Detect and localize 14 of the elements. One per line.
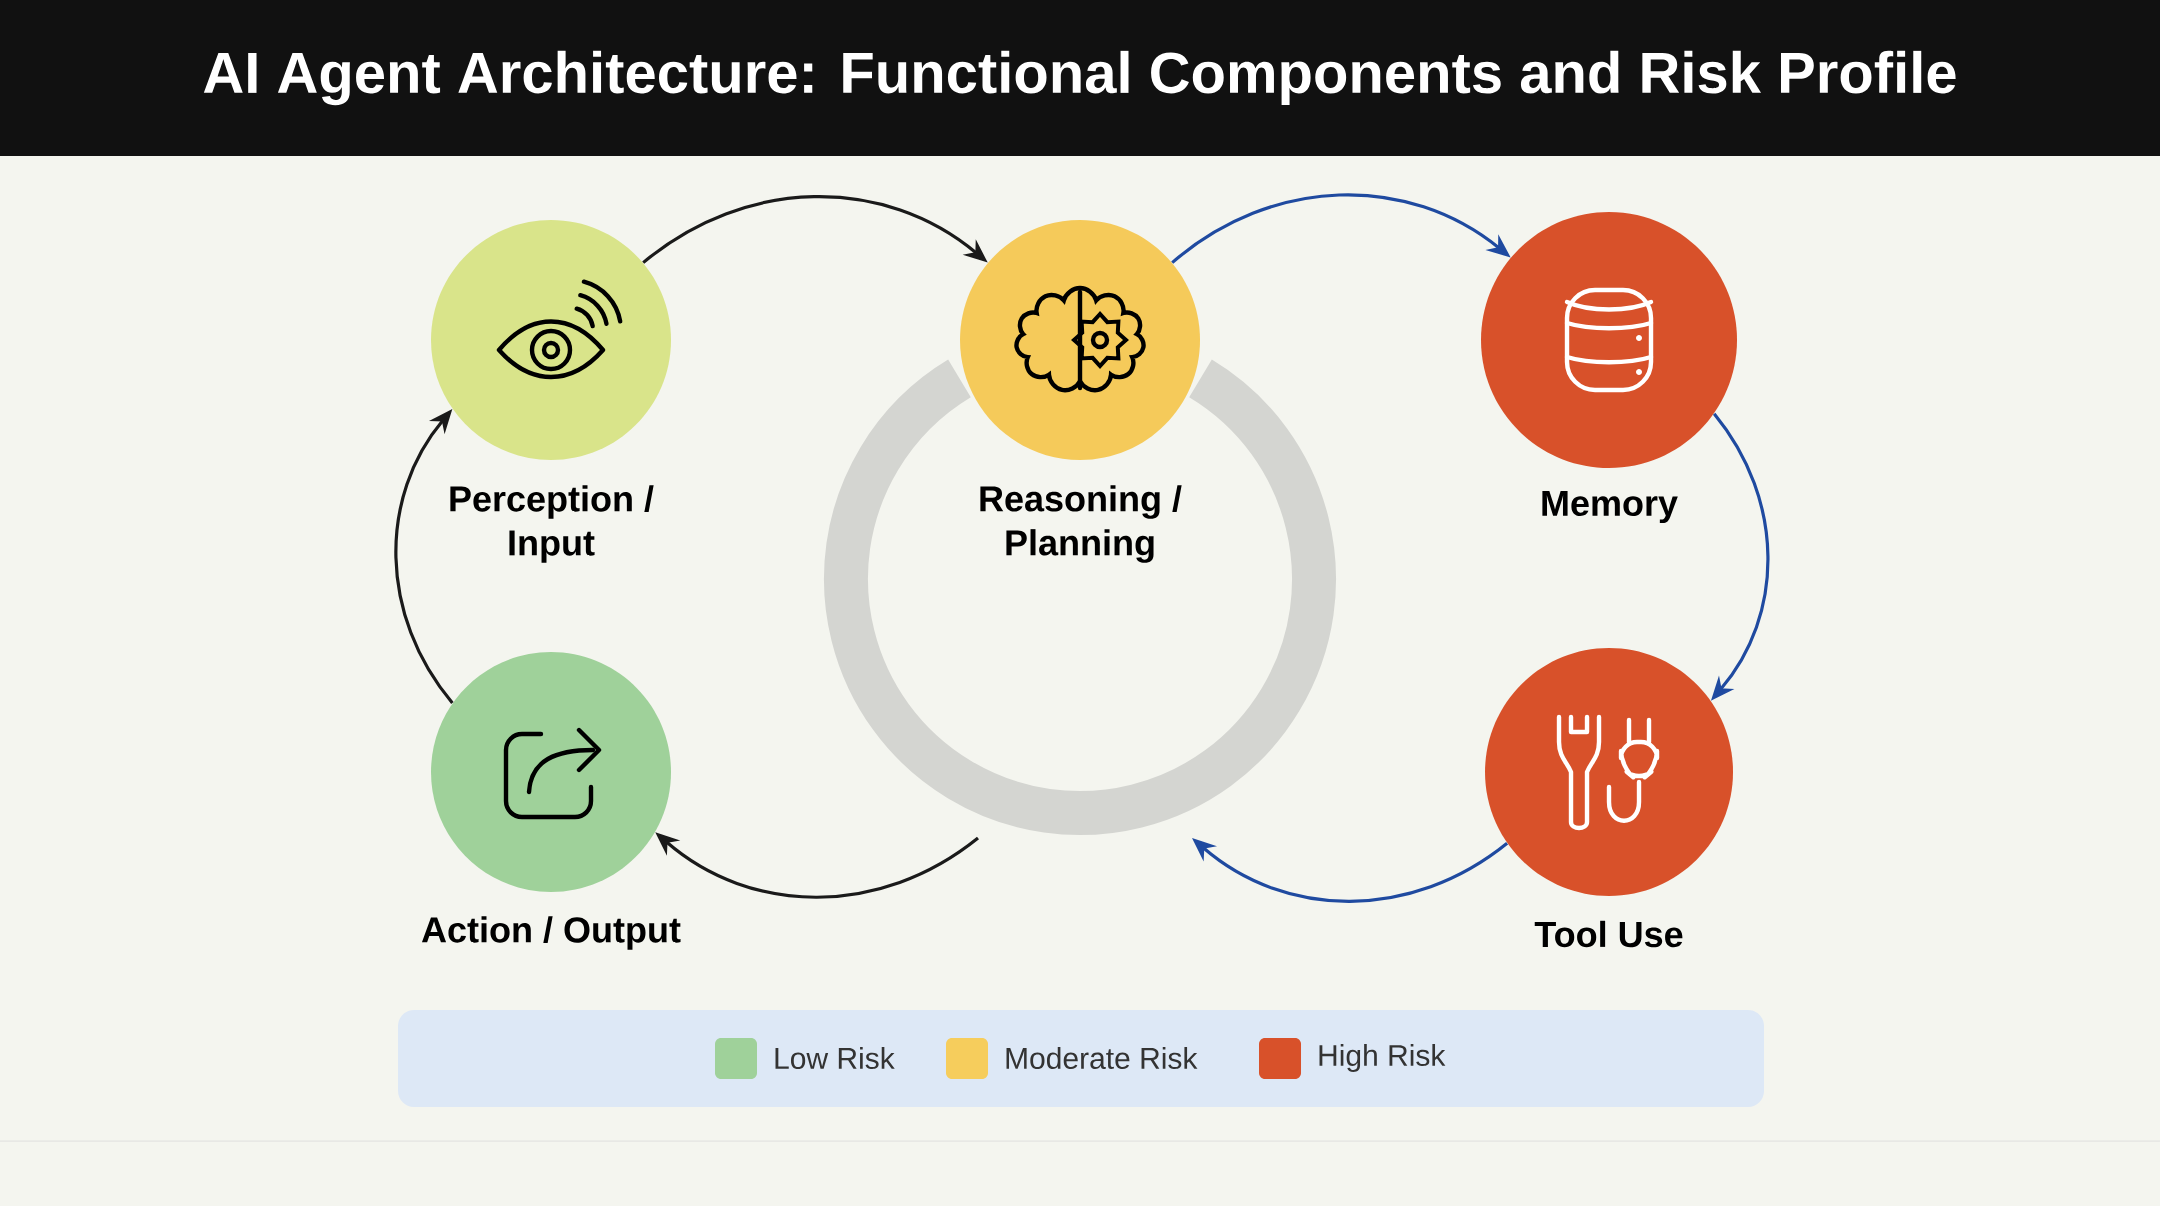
component-circle	[960, 220, 1200, 460]
title: AI Agent Architecture: Functional Components and Risk Profile	[203, 50, 1956, 106]
legend-label: High Risk	[1319, 1044, 1446, 1072]
component-circle	[431, 652, 671, 892]
component-circle	[1481, 212, 1737, 468]
component-label: Perception / Input	[450, 485, 654, 563]
legend-label: Low Risk	[775, 1047, 895, 1069]
component-circle	[1485, 648, 1733, 896]
component-label: Action / Output	[421, 916, 681, 950]
component-label: Tool Use	[1534, 920, 1683, 948]
component-circle	[431, 220, 671, 460]
legend-label: Moderate Risk	[1006, 1047, 1198, 1069]
component-label: Reasoning / Planning	[980, 485, 1182, 563]
component-label: Memory	[1542, 490, 1678, 524]
